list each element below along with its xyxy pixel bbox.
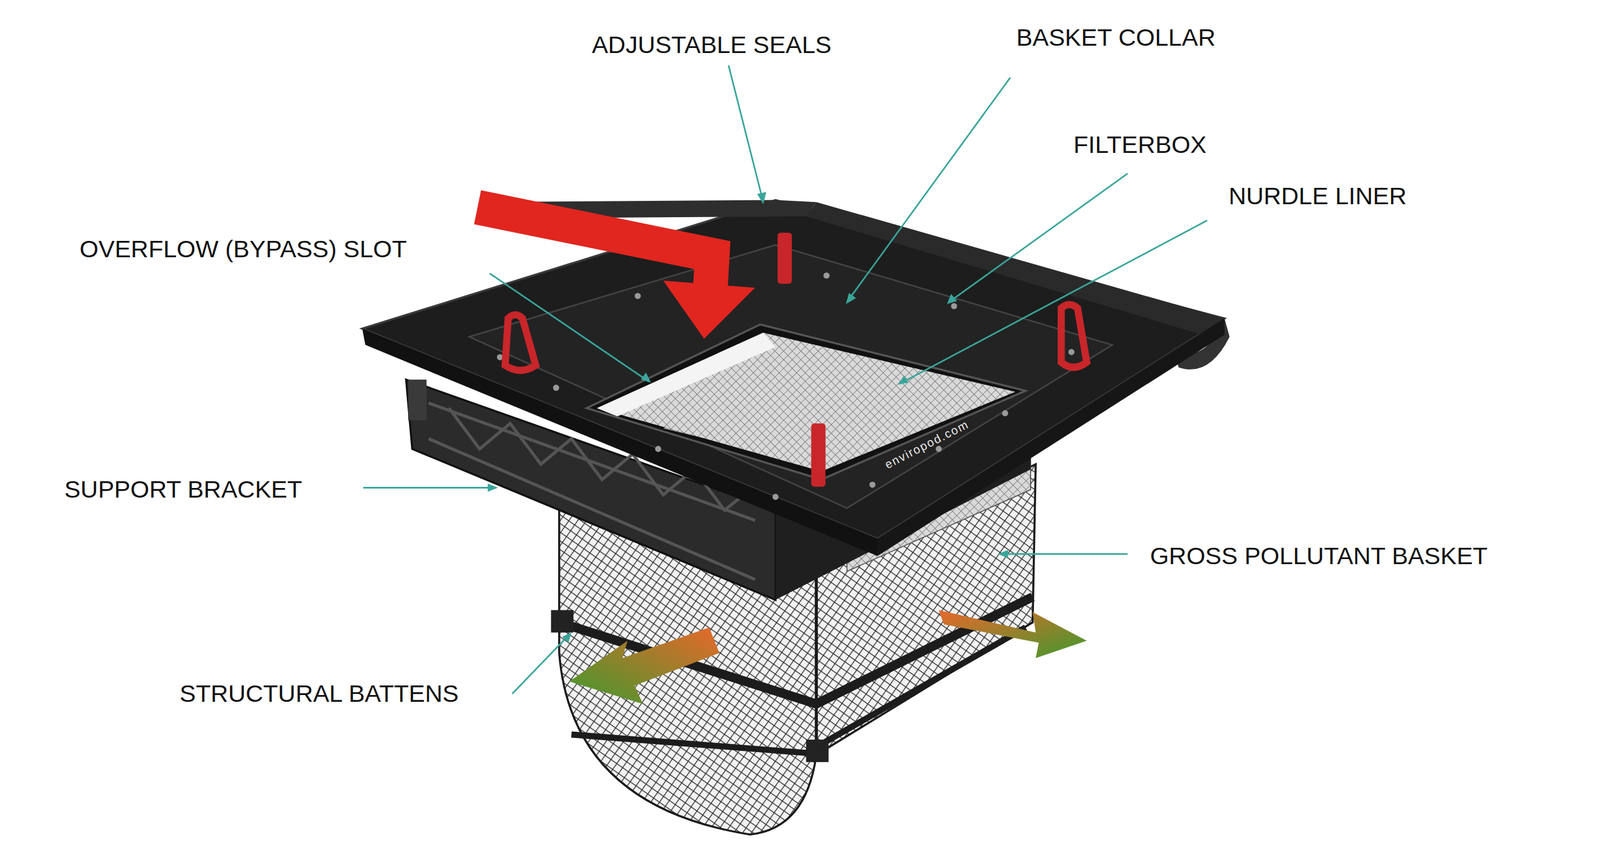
part-label: SUPPORT BRACKET	[64, 477, 302, 502]
inflow-arrow	[477, 207, 756, 339]
part-label: ADJUSTABLE SEALS	[592, 32, 832, 58]
part-label: OVERFLOW (BYPASS) SLOT	[79, 237, 407, 262]
outflow-arrows	[569, 610, 1087, 704]
filterbox-flange	[362, 200, 1230, 557]
part-label: FILTERBOX	[1073, 132, 1207, 157]
leader-heads	[487, 191, 1008, 643]
part-label: GROSS POLLUTANT BASKET	[1150, 544, 1488, 569]
seal-handles	[505, 232, 1087, 487]
part-label: BASKET COLLAR	[1016, 25, 1216, 50]
part-label: NURDLE LINER	[1228, 183, 1407, 209]
leader-lines	[363, 65, 1208, 695]
part-label: STRUCTURAL BATTENS	[179, 681, 459, 707]
